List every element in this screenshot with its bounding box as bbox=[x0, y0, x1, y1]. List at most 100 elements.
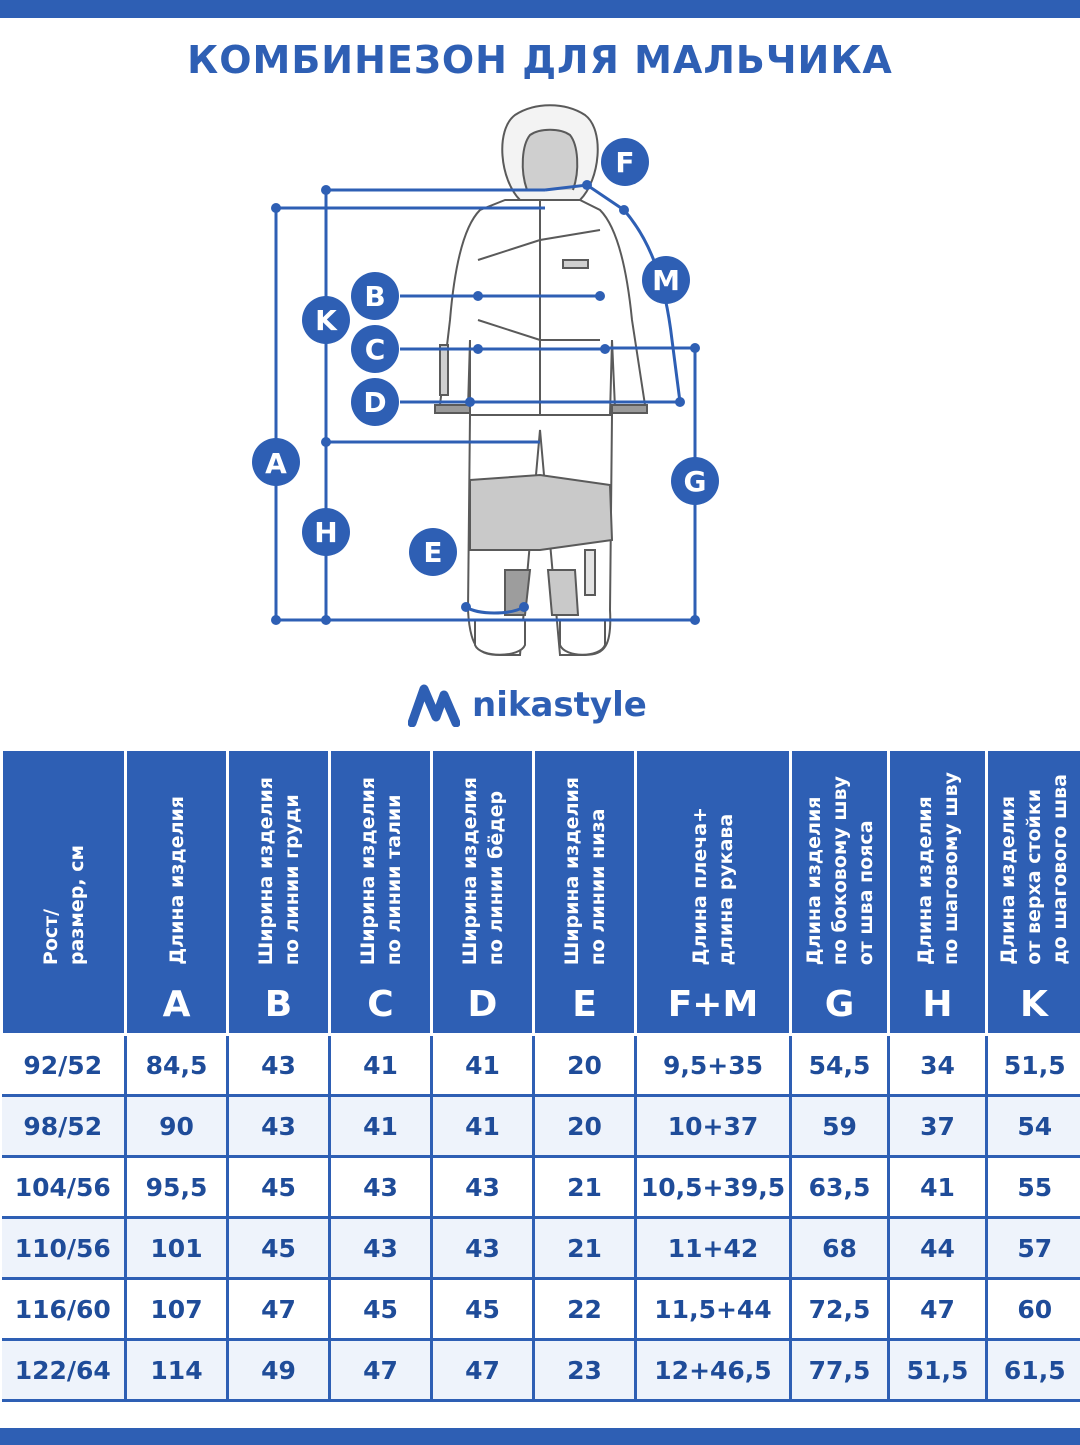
measurement-cell: 77,5 bbox=[789, 1338, 890, 1402]
measurement-cell: 63,5 bbox=[789, 1155, 890, 1219]
measurement-cell: 101 bbox=[124, 1216, 229, 1280]
measurement-cell: 49 bbox=[226, 1338, 331, 1402]
column-header-text: Длина плеча+ длина рукава bbox=[689, 806, 737, 965]
page-title: КОМБИНЕЗОН ДЛЯ МАЛЬЧИКА bbox=[187, 38, 893, 82]
measurement-cell: 12+46,5 bbox=[634, 1338, 792, 1402]
measurement-cell: 37 bbox=[887, 1094, 988, 1158]
column-letter: C bbox=[367, 984, 394, 1025]
column-letter: H bbox=[922, 984, 953, 1025]
measurement-cell: 20 bbox=[532, 1094, 637, 1158]
column-letter: F+M bbox=[667, 984, 759, 1025]
top-bar bbox=[0, 0, 1080, 18]
bottom-bar bbox=[0, 1428, 1080, 1445]
measurement-cell: 43 bbox=[328, 1216, 433, 1280]
measurement-cell: 59 bbox=[789, 1094, 890, 1158]
column-letter: D bbox=[467, 984, 498, 1025]
measurement-cell: 22 bbox=[532, 1277, 637, 1341]
column-letter: E bbox=[572, 984, 597, 1025]
measurement-cell: 43 bbox=[226, 1094, 331, 1158]
column-header-text: Длина изделия от верха стойки до шаговог… bbox=[997, 774, 1071, 965]
measurement-cell: 57 bbox=[985, 1216, 1080, 1280]
svg-text:C: C bbox=[365, 333, 386, 366]
column-letter: B bbox=[264, 984, 293, 1025]
measurement-cell: 47 bbox=[328, 1338, 433, 1402]
measurement-cell: 41 bbox=[430, 1094, 535, 1158]
measurement-cell: 23 bbox=[532, 1338, 637, 1402]
measurement-cell: 41 bbox=[430, 1033, 535, 1097]
svg-text:E: E bbox=[423, 536, 442, 569]
svg-text:A: A bbox=[265, 447, 287, 480]
measurement-cell: 72,5 bbox=[789, 1277, 890, 1341]
measurement-cell: 20 bbox=[532, 1033, 637, 1097]
measurement-cell: 61,5 bbox=[985, 1338, 1080, 1402]
column-letter: G bbox=[824, 984, 855, 1025]
marker-c: C bbox=[351, 325, 399, 373]
measurement-cell: 11,5+44 bbox=[634, 1277, 792, 1341]
column-header: Рост/ размер, см bbox=[0, 748, 127, 1036]
measurement-cell: 41 bbox=[887, 1155, 988, 1219]
marker-a: A bbox=[252, 438, 300, 486]
garment-diagram: A B C D E F G H K M bbox=[252, 104, 719, 656]
measurement-cell: 51,5 bbox=[887, 1338, 988, 1402]
marker-h: H bbox=[302, 508, 350, 556]
measurement-cell: 45 bbox=[226, 1155, 331, 1219]
marker-b: B bbox=[351, 272, 399, 320]
measurement-cell: 107 bbox=[124, 1277, 229, 1341]
column-letter: A bbox=[162, 984, 191, 1025]
measurement-cell: 21 bbox=[532, 1216, 637, 1280]
column-header-text: Длина изделия по боковому шву от шва поя… bbox=[802, 775, 877, 965]
measurement-cell: 90 bbox=[124, 1094, 229, 1158]
svg-text:F: F bbox=[615, 146, 634, 179]
marker-g: G bbox=[671, 457, 719, 505]
column-header-text: Длина изделия bbox=[165, 796, 188, 965]
svg-text:B: B bbox=[364, 280, 385, 313]
measurement-cell: 43 bbox=[226, 1033, 331, 1097]
size-cell: 92/52 bbox=[1, 1033, 127, 1097]
column-header-text: Ширина изделия по линии талии bbox=[356, 776, 405, 965]
diagram-markers: A B C D E F G H K M bbox=[252, 138, 719, 576]
marker-k: K bbox=[302, 296, 350, 344]
measurement-cell: 41 bbox=[328, 1033, 433, 1097]
size-cell: 98/52 bbox=[1, 1094, 127, 1158]
svg-text:D: D bbox=[363, 386, 386, 419]
measurement-cell: 47 bbox=[430, 1338, 535, 1402]
column-header-text: Ширина изделия по линии низа bbox=[560, 776, 609, 965]
measurement-cell: 51,5 bbox=[985, 1033, 1080, 1097]
measurement-cell: 95,5 bbox=[124, 1155, 229, 1219]
measurement-cell: 43 bbox=[430, 1155, 535, 1219]
marker-m: M bbox=[642, 256, 690, 304]
measurement-cell: 45 bbox=[328, 1277, 433, 1341]
measurement-cell: 41 bbox=[328, 1094, 433, 1158]
column-header-text: Длина изделия по шаговому шву bbox=[913, 772, 962, 965]
measurement-cell: 45 bbox=[430, 1277, 535, 1341]
nikastyle-logo-icon bbox=[408, 684, 460, 727]
size-cell: 116/60 bbox=[1, 1277, 127, 1341]
measurement-cell: 44 bbox=[887, 1216, 988, 1280]
size-cell: 104/56 bbox=[1, 1155, 127, 1219]
measurement-cell: 9,5+35 bbox=[634, 1033, 792, 1097]
measurement-cell: 11+42 bbox=[634, 1216, 792, 1280]
measurement-cell: 84,5 bbox=[124, 1033, 229, 1097]
marker-f: F bbox=[601, 138, 649, 186]
svg-text:H: H bbox=[314, 516, 337, 549]
svg-text:G: G bbox=[684, 465, 707, 498]
column-letter: K bbox=[1020, 984, 1048, 1025]
size-cell: 122/64 bbox=[1, 1338, 127, 1402]
measurement-cell: 114 bbox=[124, 1338, 229, 1402]
svg-text:M: M bbox=[652, 264, 680, 297]
measurement-cell: 43 bbox=[328, 1155, 433, 1219]
